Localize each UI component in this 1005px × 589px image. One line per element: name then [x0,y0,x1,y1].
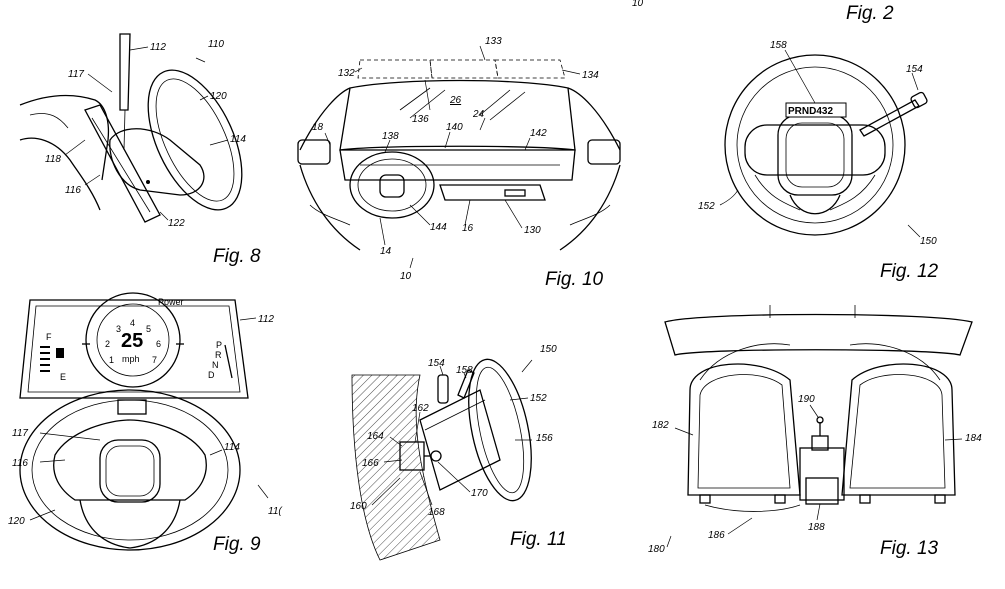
dial-tick-1: 1 [109,355,114,365]
fig9-drawing [19,292,269,551]
fig11-label-160: 160 [350,501,367,512]
fig12-label-154: 154 [906,64,923,75]
fig13-drawing [664,305,973,548]
fig10-label-144: 144 [430,222,447,233]
fig10-label-136: 136 [412,114,429,125]
fig8-label-114: 114 [230,134,246,145]
fig8-label-118: 118 [45,154,61,165]
fig11-label-168: 168 [428,507,445,518]
fig10-label-134: 134 [582,70,599,81]
fig8-title: Fig. 8 [213,246,261,267]
gear-d-label: D [208,370,215,380]
fig10-title: Fig. 10 [545,269,604,290]
fig8-label-116: 116 [65,185,81,196]
fig9-label-120: 120 [8,516,25,527]
fig10-label-138: 138 [382,131,399,142]
fig10-label-10: 10 [400,271,412,282]
fig11-label-166: 166 [362,458,379,469]
dial-tick-3: 3 [116,324,121,334]
fig12-title: Fig. 12 [880,261,939,282]
fig12-drawing [719,49,928,238]
fig10-label-130: 130 [524,225,541,236]
fig10-label-140: 140 [446,122,463,133]
fig8-label-117: 117 [68,69,84,80]
fig13-label-186: 186 [708,530,725,541]
dial-tick-2: 2 [105,339,110,349]
fig11-label-156: 156 [536,433,553,444]
dial-tick-6: 6 [156,339,161,349]
fig11-title: Fig. 11 [510,529,567,550]
fuel-full-label: F [46,332,52,342]
fig8-label-110: 110 [208,39,224,50]
fig12-gear-display: PRND432 [788,106,833,117]
fig11-label-154: 154 [428,358,445,369]
fig11-label-158: 158 [456,365,473,376]
fig10-label-24: 24 [472,109,485,120]
fig10-label-18: 18 [312,122,324,133]
gear-r-label: R [215,350,222,360]
fig11-label-164: 164 [367,431,384,442]
fig12-label-158: 158 [770,40,787,51]
fuel-empty-label: E [60,372,66,382]
cluster-speed: 25 [121,330,143,352]
cluster-unit: mph [122,354,140,364]
dial-tick-5: 5 [146,324,151,334]
dial-tick-7: 7 [152,355,157,365]
gear-n-label: N [212,360,219,370]
gear-p-label: P [216,340,222,350]
fig9-title: Fig. 9 [213,534,261,555]
fig10-label-132: 132 [338,68,355,79]
fig9-label-114: 114 [224,442,240,453]
fig10-label-26: 26 [449,95,462,106]
fig8-label-120: 120 [210,91,227,102]
fig11-drawing [351,358,533,561]
dial-tick-4: 4 [130,318,135,328]
fig12-label-152: 152 [698,201,715,212]
fig11-label-162: 162 [412,403,429,414]
cluster-power-label: Power [158,297,184,307]
fig11-label-152: 152 [530,393,547,404]
corner-label: 10 [632,0,644,9]
fig8-label-112: 112 [150,42,166,53]
fig9-label-117: 117 [12,428,28,439]
fig13-title: Fig. 13 [880,538,939,559]
fig9-label-11: 11( [268,506,283,517]
fig11-label-150: 150 [540,344,557,355]
fig9-label-116: 116 [12,458,28,469]
fig11-label-170: 170 [471,488,488,499]
fig10-label-16: 16 [462,223,474,234]
fig13-label-182: 182 [652,420,669,431]
fig13-label-190: 190 [798,394,815,405]
fig12-label-150: 150 [920,236,937,247]
fig8-drawing [19,33,243,223]
fig10-label-133: 133 [485,36,502,47]
fig10-label-14: 14 [380,246,392,257]
fig10-drawing [297,45,621,269]
fig2-title: Fig. 2 [846,3,894,24]
fig8-label-122: 122 [168,218,185,229]
fig10-label-142: 142 [530,128,547,139]
fig13-label-188: 188 [808,522,825,533]
fig9-label-112: 112 [258,314,274,325]
fig13-label-180: 180 [648,544,665,555]
fig13-label-184: 184 [965,433,982,444]
